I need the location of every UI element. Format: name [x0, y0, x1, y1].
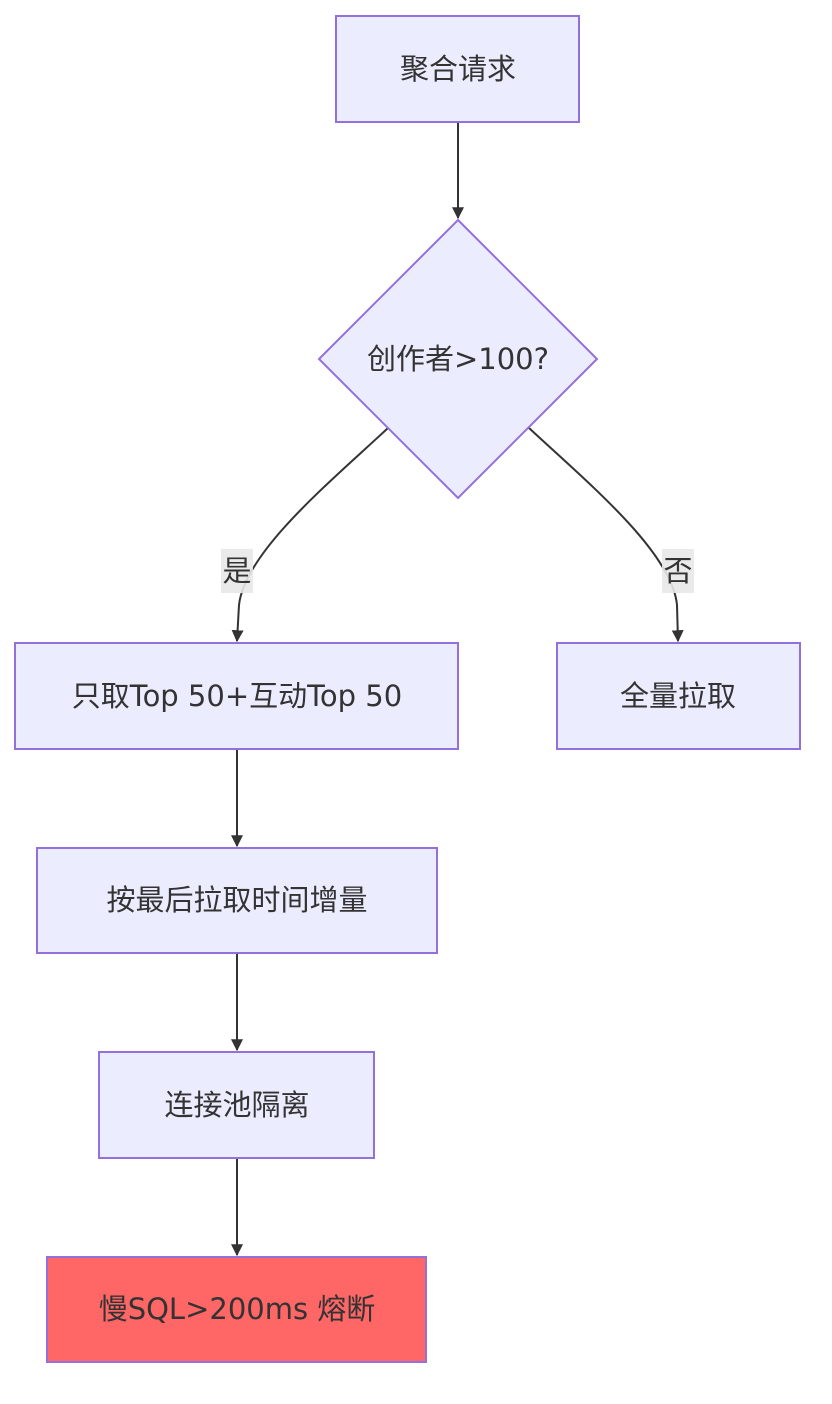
edge-label-yes: 是	[221, 549, 253, 593]
edge-decision-to-top-only	[231, 427, 389, 643]
node-top-only: 只取Top 50+互动Top 50	[14, 642, 459, 750]
node-decision: 创作者>100?	[317, 218, 599, 500]
node-incremental: 按最后拉取时间增量	[36, 847, 438, 954]
edge-label-yes-text: 是	[222, 554, 251, 588]
node-full-pull-label: 全量拉取	[620, 679, 736, 713]
edges	[231, 122, 684, 1257]
edge-decision-to-full-pull	[528, 427, 684, 643]
edge-label-no-text: 否	[663, 554, 692, 588]
node-full-pull-box	[556, 642, 801, 750]
node-full-pull: 全量拉取	[556, 642, 801, 750]
node-aggregate-label: 聚合请求	[400, 52, 516, 86]
node-circuit-breaker-box	[46, 1256, 427, 1363]
node-decision-diamond	[317, 218, 599, 500]
edge-label-no: 否	[662, 549, 694, 593]
edge-label-yes-bg	[221, 549, 253, 593]
node-incremental-box	[36, 847, 438, 954]
node-aggregate: 聚合请求	[335, 15, 580, 123]
node-circuit-breaker: 慢SQL>200ms 熔断	[46, 1256, 427, 1363]
node-top-only-box	[14, 642, 459, 750]
node-pool-isolation: 连接池隔离	[98, 1051, 375, 1159]
node-pool-isolation-box	[98, 1051, 375, 1159]
node-incremental-label: 按最后拉取时间增量	[106, 883, 367, 917]
node-decision-label: 创作者>100?	[367, 342, 549, 376]
node-circuit-breaker-label: 慢SQL>200ms 熔断	[99, 1292, 376, 1326]
node-top-only-label: 只取Top 50+互动Top 50	[72, 679, 402, 713]
node-pool-isolation-label: 连接池隔离	[164, 1088, 309, 1122]
edge-label-no-bg	[662, 549, 694, 593]
node-aggregate-box	[335, 15, 580, 123]
